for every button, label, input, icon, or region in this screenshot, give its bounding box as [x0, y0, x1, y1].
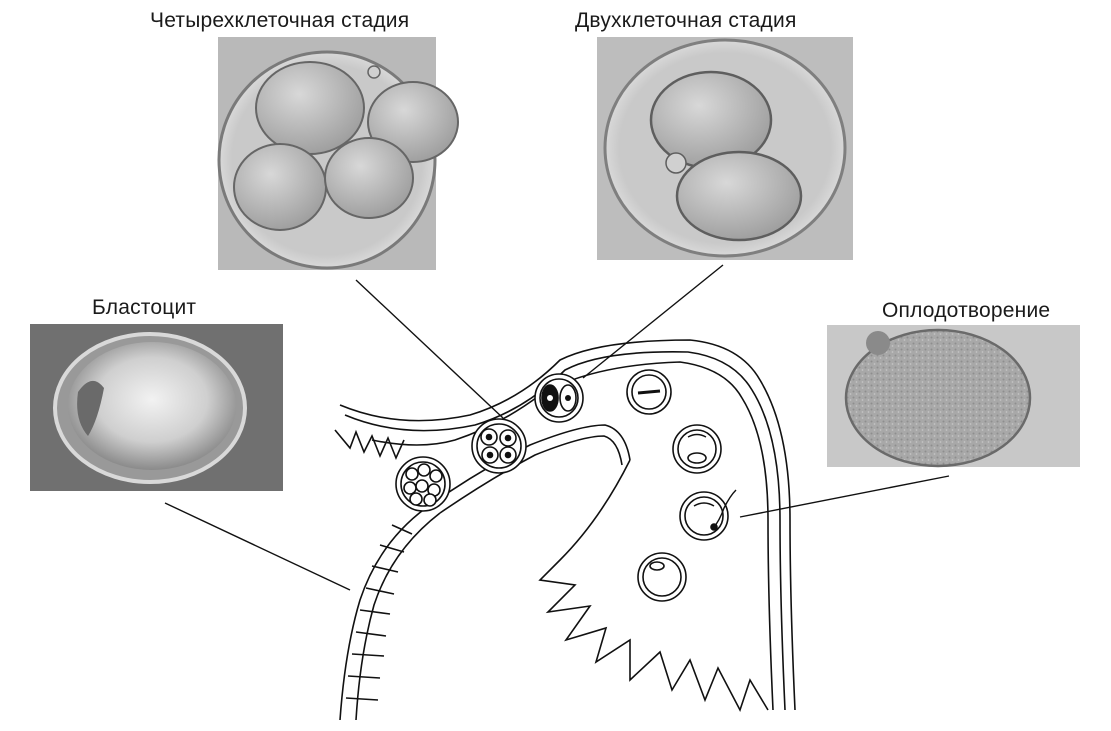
leader-fertilization	[740, 476, 949, 517]
oocyte-icon	[638, 553, 686, 601]
sperm-entry-icon	[680, 490, 736, 540]
two-cell-icon	[535, 374, 583, 422]
micrograph-four-cell	[218, 37, 458, 270]
leader-blastocyst	[165, 503, 350, 590]
micrograph-two-cell	[597, 37, 853, 260]
morula-icon	[396, 457, 450, 511]
zygote-icon	[627, 370, 671, 414]
micrograph-blastocyst	[30, 324, 283, 491]
leader-two-cell	[583, 265, 723, 378]
pronuclei-icon	[673, 425, 721, 473]
leader-four-cell	[356, 280, 503, 418]
embryo-stage-icons	[396, 370, 736, 601]
micrograph-fertilization	[827, 325, 1080, 467]
four-cell-icon	[472, 419, 526, 473]
